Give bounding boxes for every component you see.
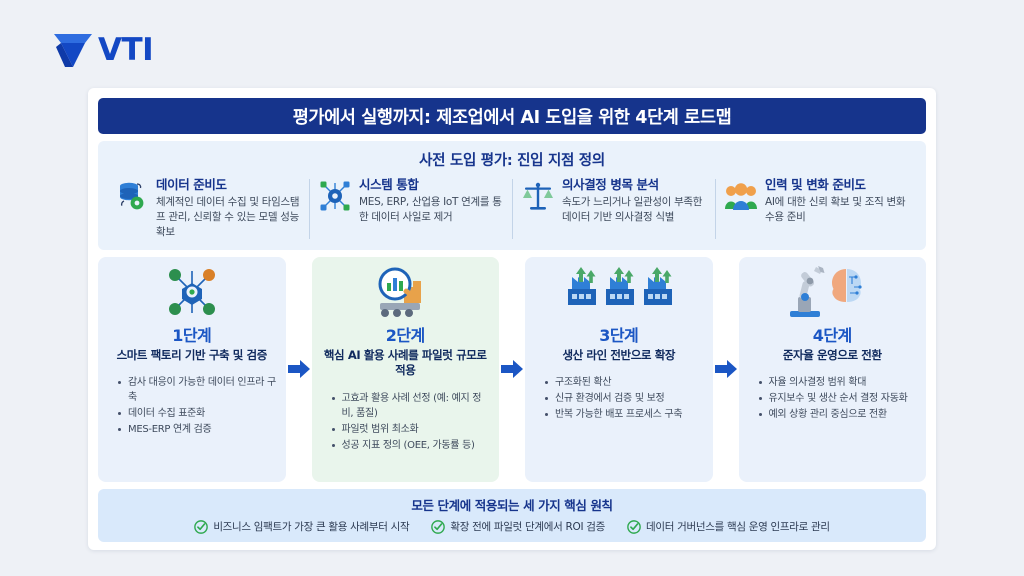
stage-bullet-list: 감사 대응이 가능한 데이터 인프라 구축 데이터 수집 표준화 MES-ERP… [106, 375, 278, 438]
stage-bullet: 구조화된 확산 [545, 375, 705, 390]
assessment-item-workforce-readiness: 인력 및 변화 준비도 AI에 대한 신뢰 확보 및 조직 변화 수용 준비 [715, 177, 918, 241]
stage-number: 4단계 [812, 325, 853, 345]
core-principles-panel: 모든 단계에 적용되는 세 가지 핵심 원칙 비즈니스 임팩트가 가장 큰 활용… [98, 489, 926, 542]
balance-scale-icon [523, 182, 553, 210]
assessment-item-desc: 체계적인 데이터 수집 및 타임스탬프 관리, 신뢰할 수 있는 모델 성능 확… [156, 196, 300, 239]
roadmap-stages-row: 1단계 스마트 팩토리 기반 구축 및 검증 감사 대응이 가능한 데이터 인프… [98, 256, 926, 482]
stage-arrow-3-to-4 [713, 257, 739, 482]
assessment-item-decision-bottleneck: 의사결정 병목 분석 속도가 느리거나 일관성이 부족한 데이터 기반 의사결정… [512, 177, 715, 241]
assessment-item-desc: AI에 대한 신뢰 확보 및 조직 변화 수용 준비 [765, 196, 906, 224]
people-group-icon [725, 183, 757, 210]
principle-item-3: 데이터 거버넌스를 핵심 운영 인프라로 관리 [627, 519, 830, 534]
stage-bullet: 유지보수 및 생산 순서 결정 자동화 [758, 391, 919, 406]
assessment-item-system-integration: 시스템 통합 MES, ERP, 산업용 IoT 연계를 통한 데이터 사일로 … [309, 177, 512, 241]
principle-item-1: 비즈니스 임팩트가 가장 큰 활용 사례부터 시작 [194, 519, 410, 534]
stage-bullet-list: 고효과 활용 사례 선정 (예: 예지 정비, 품질) 파일럿 범위 최소화 성… [320, 391, 492, 454]
stage-arrow-1-to-2 [286, 257, 312, 482]
stage-bullet: 고효과 활용 사례 선정 (예: 예지 정비, 품질) [331, 391, 492, 421]
stage-bullet-list: 자율 의사결정 범위 확대 유지보수 및 생산 순서 결정 자동화 예외 상황 … [747, 375, 919, 423]
vti-triangle-logo-icon [54, 34, 92, 67]
stage-number: 3단계 [599, 325, 639, 345]
stage-bullet: 파일럿 범위 최소화 [331, 422, 492, 437]
principle-item-2: 확장 전에 파일럿 단계에서 ROI 검증 [431, 519, 605, 534]
stage-bullet-list: 구조화된 확산 신규 환경에서 검증 및 보정 반복 가능한 배포 프로세스 구… [533, 375, 705, 423]
database-gear-icon [120, 182, 144, 210]
smart-factory-gear-icon [161, 263, 223, 319]
assessment-item-heading: 인력 및 변화 준비도 [765, 177, 866, 192]
assessment-item-heading: 시스템 통합 [359, 177, 419, 192]
stage-bullet: 반복 가능한 배포 프로세스 구축 [545, 407, 705, 422]
stage-bullet: 자율 의사결정 범위 확대 [758, 375, 919, 390]
stage-card-2: 2단계 핵심 AI 활용 사례를 파일럿 규모로 적용 고효과 활용 사례 선정… [311, 256, 499, 482]
stage-bullet: 데이터 수집 표준화 [118, 406, 278, 421]
assessment-heading: 사전 도입 평가: 진입 지점 정의 [419, 153, 605, 169]
stage-bullet: MES-ERP 연계 검증 [118, 422, 278, 437]
principles-heading: 모든 단계에 적용되는 세 가지 핵심 원칙 [411, 498, 613, 513]
check-circle-icon [627, 519, 641, 534]
vti-logo: VTI [52, 30, 154, 70]
stage-arrow-2-to-3 [499, 257, 525, 482]
assessment-item-desc: MES, ERP, 산업용 IoT 연계를 통한 데이터 사일로 제거 [359, 196, 502, 224]
stage-name: 스마트 팩토리 기반 구축 및 검증 [116, 347, 268, 362]
stage-bullet: 성공 지표 정의 (OEE, 가동률 등) [331, 438, 492, 453]
pre-adoption-assessment-panel: 사전 도입 평가: 진입 지점 정의 데이터 준비도 체계적인 데이터 수집 및… [98, 141, 926, 250]
check-circle-icon [431, 519, 446, 534]
stage-card-4: 4단계 준자율 운영으로 전환 자율 의사결정 범위 확대 유지보수 및 생산 … [738, 256, 926, 482]
stage-name: 핵심 AI 활용 사례를 파일럿 규모로 적용 [323, 347, 487, 378]
factories-growth-icon [564, 263, 674, 319]
assessment-item-heading: 의사결정 병목 분석 [562, 177, 659, 192]
network-integration-icon [320, 181, 350, 211]
assessment-items-row: 데이터 준비도 체계적인 데이터 수집 및 타임스탬프 관리, 신뢰할 수 있는… [106, 177, 918, 241]
principle-text: 비즈니스 임팩트가 가장 큰 활용 사례부터 시작 [213, 521, 410, 533]
check-circle-icon [194, 519, 209, 534]
robot-arm-brain-icon [784, 263, 880, 319]
stage-name: 생산 라인 전반으로 확장 [562, 347, 676, 362]
poster-title-bar: 평가에서 실행까지: 제조업에서 AI 도입을 위한 4단계 로드맵 [98, 98, 926, 134]
infographic-poster: 평가에서 실행까지: 제조업에서 AI 도입을 위한 4단계 로드맵 사전 도입… [88, 88, 936, 550]
assessment-item-data-readiness: 데이터 준비도 체계적인 데이터 수집 및 타임스탬프 관리, 신뢰할 수 있는… [106, 177, 309, 241]
principle-text: 데이터 거버넌스를 핵심 운영 인프라로 관리 [646, 521, 830, 533]
stage-card-3: 3단계 생산 라인 전반으로 확장 구조화된 확산 신규 환경에서 검증 및 보… [525, 256, 713, 482]
stage-name: 준자율 운영으로 전환 [782, 347, 882, 362]
page-title: 평가에서 실행까지: 제조업에서 AI 도입을 위한 4단계 로드맵 [292, 107, 732, 128]
principle-text: 확장 전에 파일럿 단계에서 ROI 검증 [450, 521, 606, 533]
conveyor-analytics-icon [368, 263, 442, 319]
stage-card-1: 1단계 스마트 팩토리 기반 구축 및 검증 감사 대응이 가능한 데이터 인프… [98, 256, 286, 482]
stage-bullet: 예외 상황 관리 중심으로 전환 [758, 407, 919, 422]
stage-bullet: 감사 대응이 가능한 데이터 인프라 구축 [118, 375, 278, 405]
stage-number: 1단계 [172, 325, 212, 345]
vti-logo-text: VTI [98, 32, 154, 68]
stage-bullet: 신규 환경에서 검증 및 보정 [545, 391, 705, 406]
principles-row: 비즈니스 임팩트가 가장 큰 활용 사례부터 시작 확장 전에 파일럿 단계에서… [106, 519, 918, 534]
assessment-item-heading: 데이터 준비도 [156, 177, 227, 192]
stage-number: 2단계 [385, 325, 426, 345]
assessment-item-desc: 속도가 느리거나 일관성이 부족한 데이터 기반 의사결정 식별 [562, 196, 703, 224]
